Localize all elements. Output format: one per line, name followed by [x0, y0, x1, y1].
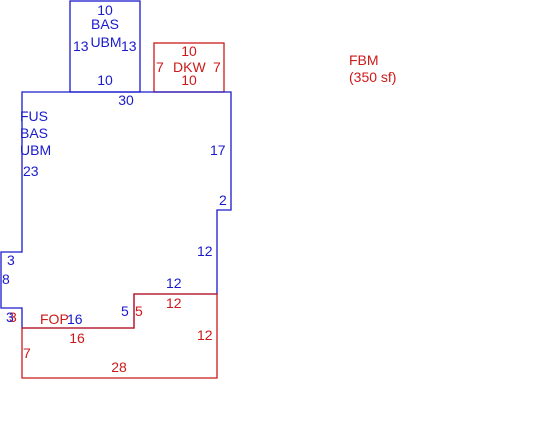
fbm-label: FBM — [349, 52, 379, 68]
main-dim-left-lower: 8 — [2, 271, 10, 287]
main-label-bas: BAS — [20, 125, 48, 141]
fop-dim-left-red: 3 — [9, 309, 17, 325]
main-dim-notch-right: 5 — [121, 303, 129, 319]
red-dim-fop-bottom: 16 — [69, 330, 85, 346]
bas-top-dim-top: 10 — [97, 2, 113, 18]
dkw-dim-right: 7 — [213, 59, 221, 75]
fop-dim-top: 16 — [67, 311, 83, 327]
main-dim-left: 23 — [23, 163, 39, 179]
main-dim-right-upper: 17 — [210, 142, 226, 158]
bas-top-label-bas: BAS — [91, 16, 119, 32]
dkw-dim-top: 10 — [181, 43, 197, 59]
red-dim-top: 12 — [166, 295, 182, 311]
bas-top-dim-right: 13 — [121, 38, 137, 54]
main-dim-top: 30 — [118, 92, 134, 108]
fop-dim-left-blue: 3 — [6, 309, 14, 325]
main-dim-step-bottom: 12 — [166, 275, 182, 291]
fop-label: FOP — [40, 311, 69, 327]
dkw-dim-left: 7 — [156, 59, 164, 75]
main-label-fus: FUS — [20, 108, 48, 124]
bas-top-label-ubm: UBM — [90, 34, 121, 50]
fbm-area: (350 sf) — [349, 69, 396, 85]
red-dim-bottom: 28 — [111, 359, 127, 375]
bas-top-dim-left: 13 — [73, 38, 89, 54]
main-dim-right-mid: 12 — [197, 243, 213, 259]
dkw-dim-bottom: 10 — [181, 72, 197, 88]
bas-top-dim-bottom: 10 — [97, 72, 113, 88]
dkw-label: DKW — [173, 59, 206, 75]
red-dim-right: 12 — [197, 327, 213, 343]
main-dim-left-step: 3 — [7, 252, 15, 268]
main-dim-step-small: 2 — [219, 192, 227, 208]
red-dim-notch: 5 — [135, 303, 143, 319]
main-label-ubm: UBM — [20, 142, 51, 158]
red-dim-left: 7 — [23, 345, 31, 361]
red-addition-outline — [21, 293, 218, 379]
